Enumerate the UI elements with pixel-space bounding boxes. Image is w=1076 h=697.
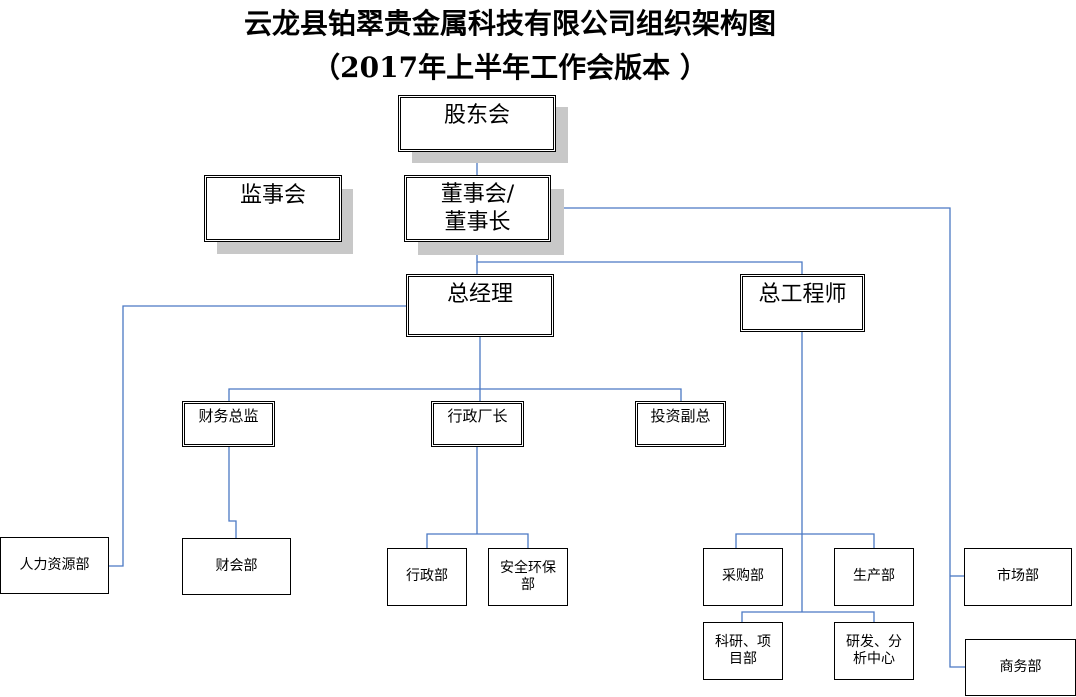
- node-board: 董事会/ 董事长: [404, 175, 551, 242]
- node-marketing: 市场部: [964, 548, 1072, 606]
- node-supervisors: 监事会: [204, 175, 342, 242]
- node-admin-director: 行政厂长: [431, 401, 524, 447]
- node-rnd-projects: 科研、项 目部: [703, 622, 783, 680]
- node-purchasing: 采购部: [703, 548, 783, 606]
- node-admin: 行政部: [387, 548, 467, 606]
- connector-cfo-finance: [228, 446, 237, 538]
- node-hr: 人力资源部: [0, 537, 109, 594]
- node-general-manager: 总经理: [406, 274, 554, 337]
- node-cfo: 财务总监: [182, 401, 275, 447]
- node-finance: 财会部: [182, 538, 291, 595]
- node-chief-engineer: 总工程师: [740, 274, 865, 332]
- node-rnd-center: 研发、分 析中心: [834, 622, 914, 680]
- connector-engineer-depts: [735, 332, 875, 622]
- connector-gm-directors: [228, 337, 682, 402]
- node-shareholders: 股东会: [398, 95, 556, 152]
- connector-admin-depts: [426, 446, 529, 548]
- node-production: 生产部: [834, 548, 914, 606]
- connector-board-market: [550, 207, 965, 668]
- connector-gm-hr: [109, 305, 407, 567]
- node-invest-vp: 投资副总: [635, 401, 726, 447]
- chart-subtitle: （2017年上半年工作会版本 ）: [312, 51, 708, 84]
- chart-title: 云龙县铂翠贵金属科技有限公司组织架构图: [243, 7, 776, 40]
- node-safety: 安全环保 部: [488, 548, 568, 606]
- node-business: 商务部: [965, 639, 1076, 696]
